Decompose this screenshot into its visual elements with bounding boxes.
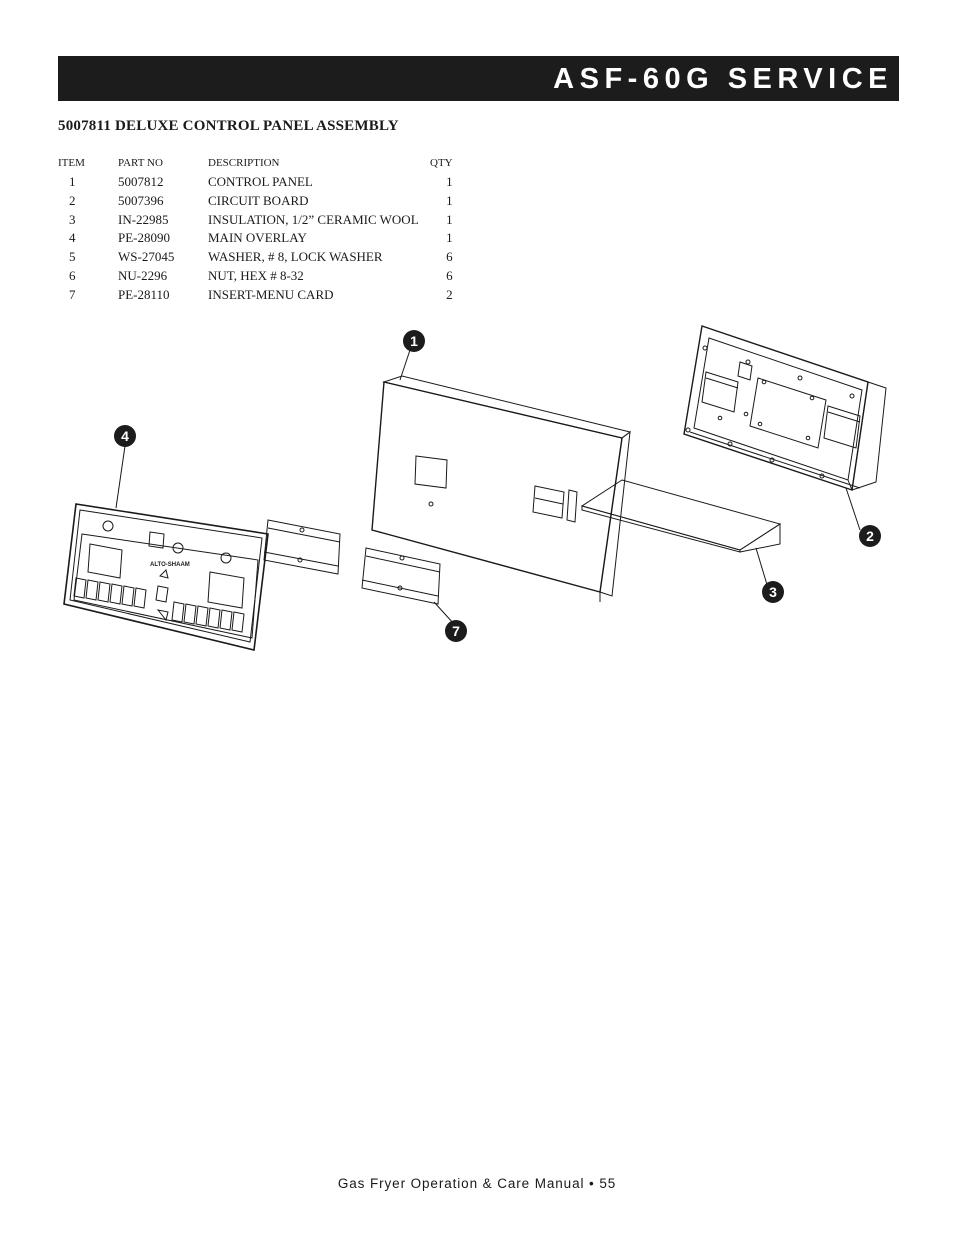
row-qty: 6 xyxy=(446,249,453,265)
row-description: INSULATION, 1/2” CERAMIC WOOL xyxy=(208,211,419,227)
callout-2: 2 xyxy=(859,525,881,547)
row-part-no: 5007812 xyxy=(118,174,164,189)
callout-2-label: 2 xyxy=(866,528,874,544)
callout-1-label: 1 xyxy=(410,333,418,349)
row-qty: 1 xyxy=(446,211,453,227)
row-description: INSERT-MENU CARD xyxy=(208,286,334,302)
callout-3-label: 3 xyxy=(769,584,777,600)
row-description: NUT, HEX # 8-32 xyxy=(208,267,304,283)
insulation-block xyxy=(580,479,782,553)
row-item: 6 xyxy=(69,267,76,283)
callout-1: 1 xyxy=(403,330,425,352)
callout-3: 3 xyxy=(762,581,784,603)
row-item: 4 xyxy=(69,230,76,246)
main-overlay-keypad: ALTO-SHAAM xyxy=(63,503,269,651)
page-header-title: ASF-60G SERVICE xyxy=(553,63,893,95)
callout-4: 4 xyxy=(114,425,136,447)
column-header-part-no: PART NO xyxy=(118,157,163,169)
footer-text: Gas Fryer Operation & Care Manual • 55 xyxy=(337,1176,617,1191)
column-header-item: ITEM xyxy=(58,157,85,169)
table-row: 2 5007396 CIRCUIT BOARD 1 xyxy=(58,193,453,212)
row-part-no: NU-2296 xyxy=(118,267,168,283)
exploded-assembly-diagram: ALTO-SHAAM 1 4 xyxy=(63,325,887,651)
row-item: 7 xyxy=(69,286,76,302)
row-description: WASHER, # 8, LOCK WASHER xyxy=(208,249,383,265)
table-row: 1 5007812 CONTROL PANEL 1 xyxy=(58,174,453,193)
section-title: 5007811 DELUXE CONTROL PANEL ASSEMBLY xyxy=(58,118,399,134)
row-item: 3 xyxy=(69,211,76,227)
row-qty: 6 xyxy=(446,267,453,283)
table-row: 5 WS-27045 WASHER, # 8, LOCK WASHER 6 xyxy=(58,249,453,268)
keypad-key-row-right xyxy=(171,601,245,633)
row-part-no: WS-27045 xyxy=(118,249,175,265)
column-header-qty: QTY xyxy=(430,157,453,169)
page-footer: Gas Fryer Operation & Care Manual • 55 xyxy=(0,1176,954,1191)
row-part-no: IN-22985 xyxy=(118,211,169,227)
callout-4-label: 4 xyxy=(121,428,129,444)
row-item: 5 xyxy=(69,249,76,265)
column-header-description: DESCRIPTION xyxy=(208,157,280,169)
keypad-key-row-left xyxy=(73,577,147,609)
row-part-no: PE-28110 xyxy=(118,286,170,302)
header-banner: ASF-60G SERVICE xyxy=(58,56,899,101)
table-row: 6 NU-2296 NUT, HEX # 8-32 6 xyxy=(58,268,453,287)
row-item: 1 xyxy=(69,174,76,189)
row-qty: 1 xyxy=(446,192,453,208)
parts-table: ITEM PART NO DESCRIPTION QTY 1 5007812 C… xyxy=(58,157,453,306)
callout-leader-lines xyxy=(115,349,861,625)
row-description: CONTROL PANEL xyxy=(208,174,313,189)
menu-card-insert-right xyxy=(361,547,441,605)
parts-table-header: ITEM PART NO DESCRIPTION QTY xyxy=(58,157,453,174)
row-description: MAIN OVERLAY xyxy=(208,230,307,246)
table-row: 4 PE-28090 MAIN OVERLAY 1 xyxy=(58,230,453,249)
circuit-board-housing xyxy=(683,325,887,491)
row-item: 2 xyxy=(69,192,76,208)
row-part-no: PE-28090 xyxy=(118,230,170,246)
menu-card-insert-left xyxy=(263,519,341,575)
table-row: 7 PE-28110 INSERT-MENU CARD 2 xyxy=(58,287,453,306)
row-qty: 1 xyxy=(446,174,453,189)
table-row: 3 IN-22985 INSULATION, 1/2” CERAMIC WOOL… xyxy=(58,212,453,231)
row-qty: 1 xyxy=(446,230,453,246)
row-description: CIRCUIT BOARD xyxy=(208,192,309,208)
control-panel-box xyxy=(371,375,632,602)
callout-7-label: 7 xyxy=(452,623,460,639)
row-qty: 2 xyxy=(446,286,453,302)
overlay-logo-text: ALTO-SHAAM xyxy=(150,562,190,568)
callout-7: 7 xyxy=(445,620,467,642)
row-part-no: 5007396 xyxy=(118,192,164,208)
